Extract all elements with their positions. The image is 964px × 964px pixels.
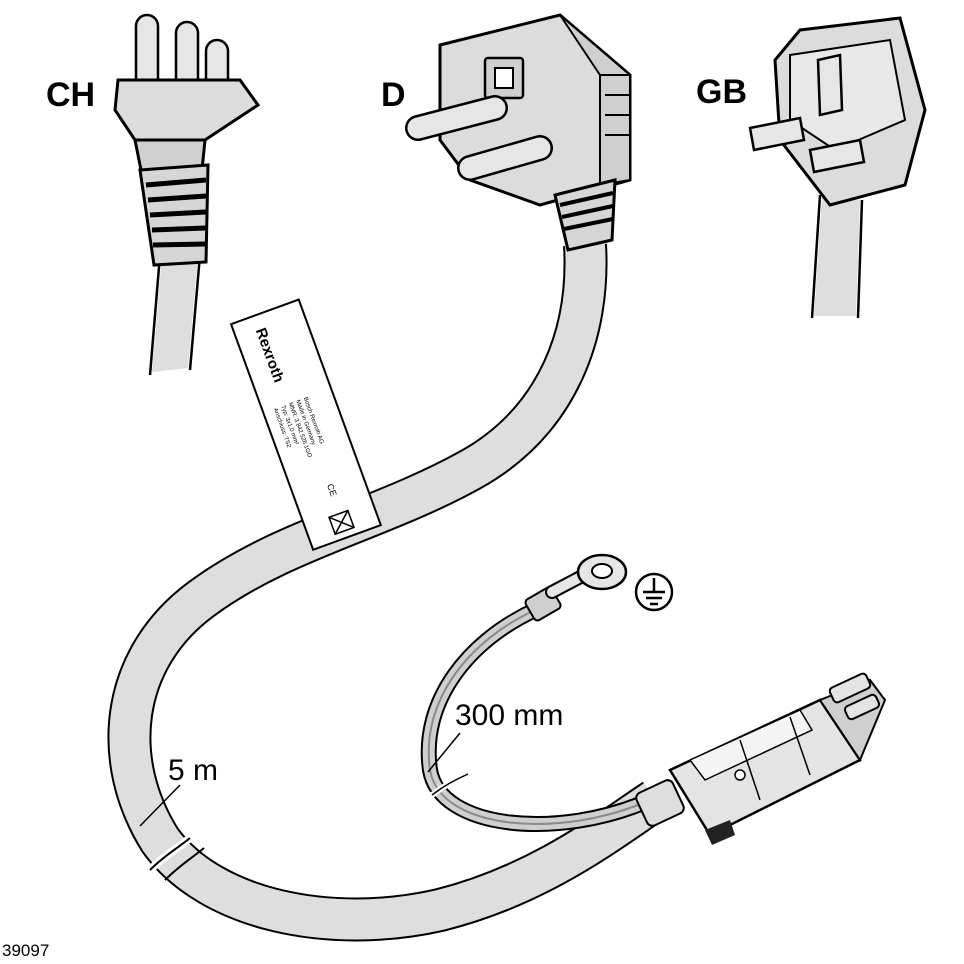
ground-lead-leader — [427, 732, 461, 773]
ground-lead — [420, 553, 654, 832]
gb-plug-label: GB — [696, 73, 747, 111]
gb-plug — [748, 16, 927, 319]
ch-plug-label: CH — [46, 76, 95, 114]
device-connector — [635, 672, 887, 845]
ground-lead-length-label: 300 mm — [455, 699, 563, 732]
d-plug — [405, 13, 632, 252]
main-cable-length-label: 5 m — [168, 754, 218, 787]
main-cable — [107, 243, 668, 942]
d-plug-label: D — [381, 76, 406, 114]
protective-earth-icon — [634, 572, 674, 612]
figure-id: 39097 — [2, 941, 49, 960]
ch-plug — [113, 13, 261, 376]
main-cable-leader — [139, 784, 181, 827]
cable-tag: Rexroth Bosch Rexroth AG Made in Germany… — [229, 298, 383, 552]
crossed-bin-icon — [328, 509, 355, 536]
ce-mark: CE — [325, 482, 339, 497]
